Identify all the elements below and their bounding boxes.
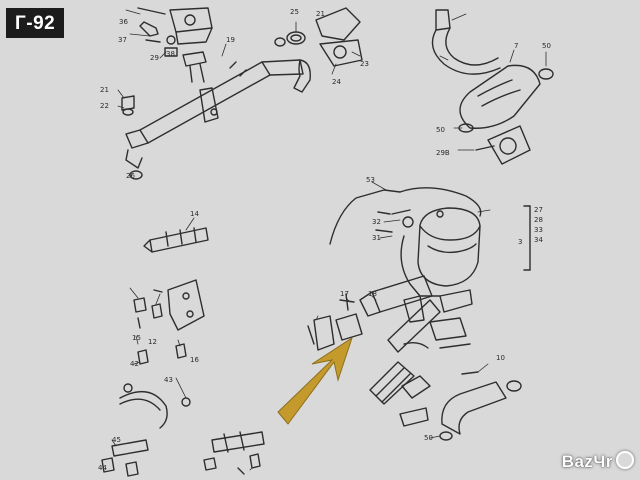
intake-tubes-assembly	[307, 275, 473, 353]
part-number: 22	[100, 102, 109, 110]
part-number: 36	[119, 18, 128, 26]
part-number: 50	[424, 434, 433, 442]
part-number: 27	[534, 206, 543, 214]
part-number: 50	[542, 42, 551, 50]
part-number: 34	[534, 236, 543, 244]
part-number: 24	[332, 78, 341, 86]
small-fittings-left	[121, 39, 161, 180]
highlight-arrow	[277, 336, 353, 425]
part-number: 28	[534, 216, 543, 224]
part-number: 29	[150, 54, 159, 62]
part-number: 12	[148, 338, 157, 346]
part-number: 14	[190, 210, 199, 218]
air-hose-assembly	[431, 9, 554, 165]
part-number: 16	[190, 356, 199, 364]
part-number: 31	[372, 234, 381, 242]
part-number: 3	[518, 238, 522, 246]
part-number: 53	[366, 176, 375, 184]
part-number: 37	[118, 36, 127, 44]
part-number: 32	[372, 218, 381, 226]
part-number: 33	[534, 226, 543, 234]
part-number: 26	[126, 172, 135, 180]
part-number: 29B	[436, 149, 450, 157]
logo-circle-icon	[616, 451, 634, 469]
part-number: 25	[290, 8, 299, 16]
part-number: 42	[130, 360, 139, 368]
hose-clamps-group	[274, 7, 363, 67]
lower-hoses-right	[369, 361, 522, 441]
part-number: 15	[132, 334, 141, 342]
part-number: 44	[98, 464, 107, 472]
part-number: 18	[368, 290, 377, 298]
air-cleaner-assembly	[329, 187, 531, 297]
part-number: 23	[360, 60, 369, 68]
part-number: 45	[112, 436, 121, 444]
part-number: 10	[496, 354, 505, 362]
part-number-labels: 36 37 29 38 25 19 21 22 23 24 21 26 7 50…	[98, 8, 551, 472]
part-number: 21	[316, 10, 325, 18]
leader-lines	[111, 9, 547, 471]
part-number: 17	[340, 290, 349, 298]
part-number: 38	[166, 50, 175, 58]
listing-tag: Г-92	[6, 8, 65, 38]
part-number: 19	[226, 36, 235, 44]
bracket-assembly-left	[133, 227, 209, 365]
intake-pipe-assembly	[125, 51, 311, 169]
part-number: 50	[436, 126, 445, 134]
part-number: 21	[100, 86, 109, 94]
carburetor-top-part	[137, 7, 213, 57]
part-number: 43	[164, 376, 173, 384]
clamp-and-bolts-bottom-left	[101, 383, 265, 477]
watermark-logo: BazЧr	[562, 451, 634, 470]
part-number: 7	[514, 42, 518, 50]
watermark-logo-text: BazЧr	[561, 452, 613, 471]
